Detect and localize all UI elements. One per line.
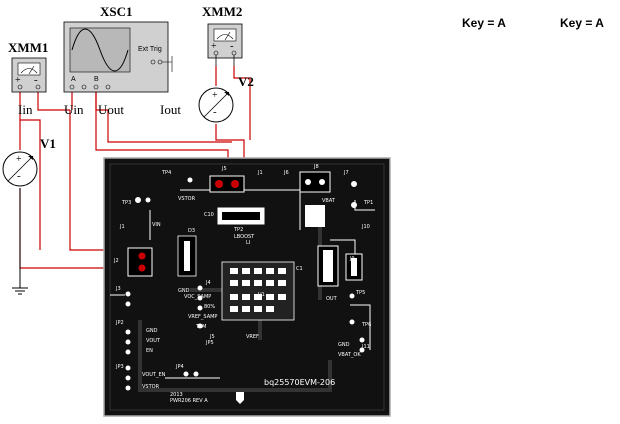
silk-label: JP4 <box>176 364 184 370</box>
xsc1-label: XSC1 <box>100 4 133 19</box>
silk-label: VREF <box>246 334 259 340</box>
v2-plus: + <box>212 90 218 101</box>
silk-label: D3 <box>188 228 196 234</box>
silk-label: VBAT_OK <box>338 352 361 358</box>
silk-label: J2 <box>114 258 119 264</box>
silk-label: TP4 <box>162 170 172 176</box>
silk-label: VSTOR <box>178 196 196 202</box>
xmm2-multimeter[interactable] <box>207 23 243 66</box>
silk-label: J1 <box>120 224 125 230</box>
silk-label: U1 <box>258 292 265 298</box>
xmm1-multimeter[interactable] <box>11 57 47 93</box>
v1-minus: - <box>17 170 21 182</box>
xsc1-oscilloscope[interactable] <box>63 21 173 93</box>
silk-label: TP3 <box>122 200 132 206</box>
xmm2-minus: - <box>230 40 234 52</box>
probe-uout-label: Uout <box>98 102 124 117</box>
xsc1-ext-trig: Ext Trig <box>138 46 162 53</box>
board-year: 2013 <box>170 392 183 398</box>
silk-label: J5 <box>210 334 215 340</box>
silk-label: J9 <box>350 256 355 262</box>
silk-label: J1 <box>258 170 263 176</box>
silk-label: GND <box>338 342 350 348</box>
probe-iin-label: Iin <box>18 102 33 117</box>
xmm1-label: XMM1 <box>8 40 49 55</box>
ground-wire <box>12 188 28 295</box>
xsc1-channel-a: A <box>71 76 76 83</box>
silk-label: J8 <box>314 164 319 170</box>
silk-label: VOC_SAMP <box>184 294 212 300</box>
silk-label: J7 <box>344 170 349 176</box>
silk-label: J11 <box>362 344 370 350</box>
key-label: Key = A <box>462 16 506 30</box>
pcb-board <box>103 157 391 417</box>
silk-label: TAM <box>196 324 207 330</box>
silk-label: VIN <box>152 222 161 228</box>
silk-label: TP5 <box>356 290 366 296</box>
probe-iout-label: Iout <box>160 102 181 117</box>
silk-label: EN <box>146 348 153 354</box>
probe-uin-label: Uin <box>64 102 84 117</box>
xmm2-label: XMM2 <box>202 4 243 19</box>
v2-minus: - <box>213 106 217 118</box>
key-label: Key = A <box>560 16 604 30</box>
silk-label: VBAT <box>322 198 335 204</box>
silk-label: GND <box>178 288 190 294</box>
xmm1-minus: - <box>34 74 38 86</box>
xsc1-channel-b: B <box>94 76 99 83</box>
silk-label: VREF_SAMP <box>188 314 218 320</box>
silk-label: OUT <box>326 296 337 302</box>
silk-label: TP2 <box>234 227 244 233</box>
silk-label: C1 <box>296 266 303 272</box>
v2-label: V2 <box>238 74 254 89</box>
silk-label: VOUT_EN <box>142 372 166 378</box>
silk-label: LI <box>246 240 251 246</box>
silk-label: C10 <box>204 212 214 218</box>
silk-label: TP1 <box>364 200 374 206</box>
xmm2-plus: + <box>211 41 217 52</box>
silk-label: JP2 <box>116 320 124 326</box>
silk-label: 80% <box>204 304 216 310</box>
silk-label: VOUT <box>146 338 160 344</box>
v1-plus: + <box>16 154 22 165</box>
silk-label: J10 <box>362 224 370 230</box>
v1-voltage-source[interactable] <box>2 151 38 187</box>
silk-label: J4 <box>206 280 211 286</box>
silk-label: VSTOR <box>142 384 160 390</box>
silk-label: J6 <box>284 170 289 176</box>
board-rev: PWR206 REV A <box>170 398 208 404</box>
silk-label: JP3 <box>116 364 124 370</box>
v2-voltage-source[interactable] <box>198 87 234 123</box>
silk-label: TP6 <box>362 322 372 328</box>
v1-label: V1 <box>40 136 56 151</box>
silk-label: GND <box>146 328 158 334</box>
board-name: bq25570EVM-206 <box>264 378 336 387</box>
silk-label: LBOOST <box>234 234 255 240</box>
silk-label: JP5 <box>206 340 214 346</box>
silk-label: J3 <box>116 286 121 292</box>
xmm1-plus: + <box>15 75 21 86</box>
silk-label: J5 <box>222 166 227 172</box>
